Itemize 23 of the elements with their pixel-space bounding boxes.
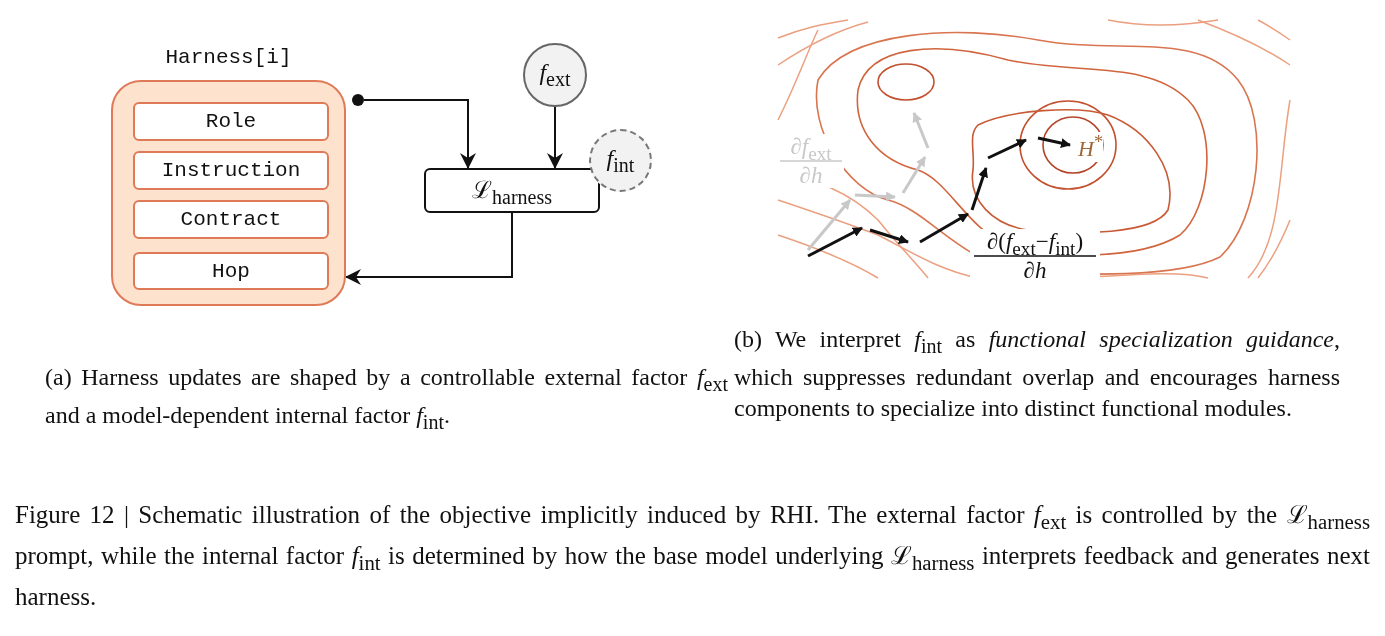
optimum-label: H$^{*}$ (1078, 132, 1104, 162)
subfigure-caption: (a) Harness updates are shaped by a controllable external factor f$_{ext}$ and a model-dependent internal factor f$_{int}$. (45, 363, 728, 435)
component-label: Role (205, 110, 257, 133)
component-box (133, 151, 329, 190)
arrow (547, 106, 563, 169)
component-label: Hop (212, 259, 250, 283)
component-box (133, 200, 329, 239)
factor-label: f$_{ext}$ (539, 59, 571, 91)
component-box (133, 252, 329, 290)
loss-box (424, 168, 600, 213)
figure-caption: Figure 12 | Schematic illustration of the objective implicitly induced by RHI. The external factor f$_{ext}$ is controlled by the ℒ$_{harness}$ prompt, while the internal factor f$_{int}$ is determined by how the base model underlying ℒ$_{harness}$ interprets feedback and generates next harness. (15, 500, 1370, 612)
loss-label: ℒ$_{harness}$ (472, 176, 552, 209)
subfigure-caption: (b) We interpret f$_{int}$ as functional specialization guidance, which suppresses redundant overlap and encourages harness components to specialize into distinct functional modules. (734, 325, 1340, 423)
arrow (345, 212, 513, 285)
gradient-label: ∂(f$_{ext}$−f$_{int}$) (970, 229, 1100, 259)
factor-circle (523, 43, 587, 107)
component-label: Instruction (161, 159, 301, 182)
factor-label: f$_{int}$ (606, 144, 635, 177)
container-title: Harness[i] (164, 46, 293, 69)
arrow (363, 99, 476, 169)
component-label: Contract (180, 208, 282, 231)
dot-marker (352, 94, 364, 106)
component-box (133, 102, 329, 141)
